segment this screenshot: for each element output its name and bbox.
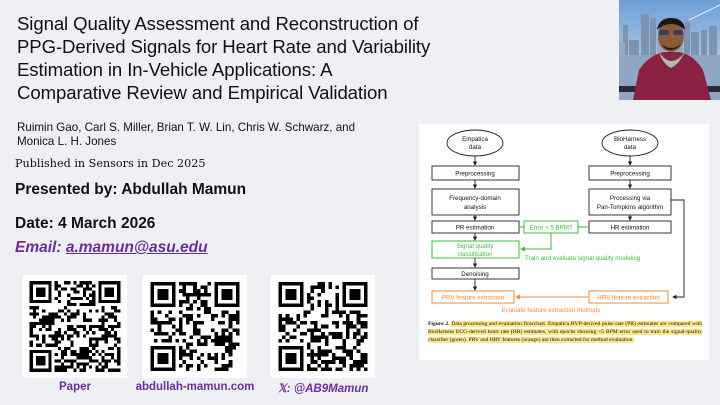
preprocessing-right-label: Preprocessing bbox=[610, 171, 650, 178]
qr-code-icon bbox=[150, 282, 240, 371]
signal-quality-node bbox=[431, 240, 520, 259]
empatica-node bbox=[446, 129, 504, 157]
caption-text: Data processing and evaluation flowchart… bbox=[428, 321, 702, 344]
hr-estimation-label: HR estimation bbox=[611, 225, 650, 232]
evaluate-label: Evaluate feature extraction methods bbox=[501, 307, 600, 314]
empatica-label-2: data bbox=[469, 144, 482, 151]
flowchart-figure: Empatica data Preprocessing Frequency-do… bbox=[419, 124, 709, 360]
caption-label: Figure 2. bbox=[428, 321, 450, 327]
signal-quality-label-1: Signal quality bbox=[457, 243, 495, 250]
email-link[interactable]: a.mamun@asu.edu bbox=[65, 239, 208, 256]
email-line: Email: a.mamun@asu.edu bbox=[15, 239, 208, 257]
pan-tompkins-node bbox=[588, 188, 672, 216]
preprocessing-left-node bbox=[431, 165, 520, 181]
frequency-node bbox=[431, 188, 520, 216]
qr-label-x: 𝕏: @AB9Mamun bbox=[277, 383, 369, 395]
authors: Ruimin Gao, Carl S. Miller, Brian T. W. … bbox=[17, 121, 356, 148]
frequency-label-1: Frequency-domain bbox=[449, 195, 501, 202]
bioharness-label-1: BioHarness bbox=[614, 136, 646, 143]
pr-estimation-label: PR estimation bbox=[456, 225, 495, 232]
qr-label-website: abdullah-mamun.com bbox=[135, 381, 255, 393]
denoising-label: Denoising bbox=[461, 271, 489, 278]
email-label: Email: bbox=[15, 239, 66, 256]
pan-tompkins-label-1: Processing via bbox=[610, 195, 651, 202]
empatica-label-1: Empatica bbox=[462, 136, 488, 143]
figure-caption: Figure 2. Data processing and evaluation… bbox=[428, 320, 702, 344]
bioharness-label-2: data bbox=[624, 144, 637, 151]
presenter: Presented by: Abdullah Mamun bbox=[15, 181, 247, 198]
qr-code-icon bbox=[29, 281, 121, 372]
signal-quality-label-2: classification bbox=[457, 251, 493, 258]
prv-node bbox=[431, 290, 515, 304]
qr-code-website[interactable] bbox=[143, 275, 247, 378]
preprocessing-left-label: Preprocessing bbox=[455, 171, 495, 178]
denoising-node bbox=[431, 267, 520, 280]
frequency-label-2: analysis bbox=[464, 204, 486, 211]
qr-code-icon bbox=[278, 282, 368, 371]
bioharness-node bbox=[601, 129, 659, 157]
train-label: Train and evaluate signal quality modeli… bbox=[525, 255, 641, 262]
qr-label-paper: Paper bbox=[59, 381, 91, 393]
presenter-photo bbox=[619, 0, 720, 100]
hrv-label: HRV feature extraction bbox=[597, 295, 660, 302]
pan-tompkins-label-2: Pan-Tompkins algorithm bbox=[597, 204, 663, 211]
presentation-date: Date: 4 March 2026 bbox=[15, 215, 156, 232]
qr-code-paper[interactable] bbox=[23, 275, 127, 378]
qr-code-x[interactable] bbox=[271, 275, 375, 378]
prv-label: PRV feature extraction bbox=[442, 295, 505, 302]
error-check-label: Error < 5 BPM? bbox=[530, 225, 573, 232]
publication-info: Published in Sensors in Dec 2025 bbox=[15, 157, 206, 170]
paper-title: Signal Quality Assessment and Reconstruc… bbox=[17, 13, 431, 103]
